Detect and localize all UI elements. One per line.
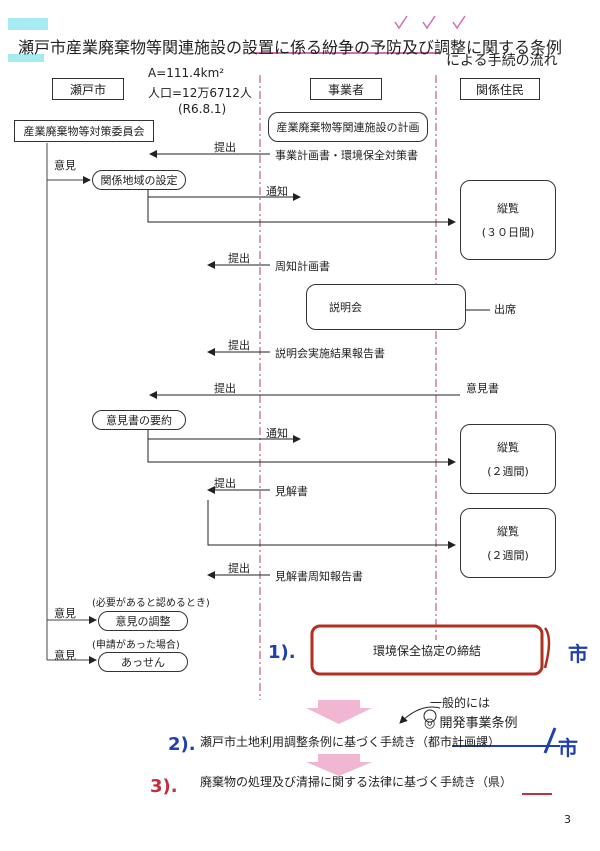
opinion-doc-label: 意見書: [466, 382, 499, 395]
column-header-residents: 関係住民: [460, 78, 540, 100]
submit-label: 提出: [214, 382, 236, 395]
submit-label: 提出: [214, 141, 236, 154]
inspection-box-2: 縦覧 (２週間): [460, 424, 556, 494]
area-setting-box: 関係地域の設定: [92, 170, 186, 190]
committee-box: 産業廃棄物等対策委員会: [14, 120, 154, 142]
summary-box: 意見書の要約: [92, 410, 186, 430]
condition-mediation: (申請があった場合): [92, 640, 180, 651]
plan-docs: 事業計画書・環境保全対策書: [275, 149, 418, 162]
down-arrow-1: [306, 700, 372, 724]
inspection-label: 縦覧: [497, 202, 519, 215]
handwritten-date: (R6.8.1): [178, 102, 227, 116]
submit-label: 提出: [214, 477, 236, 490]
inspection-period: (２週間): [487, 549, 529, 562]
landuse-procedure: 瀬戸市土地利用調整条例に基づく手続き（都市計画課）: [200, 735, 501, 749]
waste-law-procedure: 廃棄物の処理及び清掃に関する法律に基づく手続き（県）: [200, 775, 513, 789]
down-arrow-2: [306, 754, 372, 776]
notify-label: 通知: [266, 427, 288, 440]
handwritten-number-1: 1).: [268, 642, 296, 663]
inspection-box-3: 縦覧 (２週間): [460, 508, 556, 578]
mediation-box: あっせん: [98, 652, 188, 672]
agreement-highlight: [310, 624, 544, 676]
condition-adjust: (必要があると認めるとき): [92, 598, 210, 609]
column-header-operator: 事業者: [310, 78, 382, 100]
handwritten-general: 一般的には: [430, 696, 491, 710]
handwritten-population: 人口=12万6712人: [148, 86, 252, 100]
notify-label: 通知: [266, 185, 288, 198]
inspection-period: (３０日間): [481, 226, 535, 239]
agreement-box: 環境保全協定の締結: [372, 643, 481, 658]
briefing-box: 説明会: [306, 284, 466, 330]
submit-label: 提出: [228, 339, 250, 352]
opinion-label: 意見: [54, 159, 76, 172]
inspection-box-1: 縦覧 (３０日間): [460, 180, 556, 260]
view-report: 見解書周知報告書: [275, 570, 363, 583]
view-doc: 見解書: [275, 485, 308, 498]
column-header-city: 瀬戸市: [52, 78, 124, 100]
page-title-line2: による手続の流れ: [446, 53, 558, 69]
inspection-label: 縦覧: [497, 441, 519, 454]
page-number: 3: [564, 813, 571, 826]
inspection-label: 縦覧: [497, 525, 519, 538]
handwritten-number-2: 2).: [168, 734, 196, 755]
submit-label: 提出: [228, 252, 250, 265]
inspection-period: (２週間): [487, 465, 529, 478]
adjustment-box: 意見の調整: [98, 611, 188, 631]
handwritten-city-mark: 市: [558, 736, 578, 760]
briefing-report: 説明会実施結果報告書: [275, 347, 385, 360]
opinion-label: 意見: [54, 649, 76, 662]
handwritten-area: A=111.4km²: [148, 66, 225, 80]
handwritten-dev-ordinance: ◎ 開発事業条例: [424, 716, 518, 731]
page-title: 瀬戸市産業廃棄物等関連施設の設置に係る紛争の予防及び調整に関する条例: [18, 38, 563, 57]
attend-label: 出席: [494, 303, 516, 316]
handwritten-number-3: 3).: [150, 776, 178, 797]
submit-label: 提出: [228, 562, 250, 575]
opinion-label: 意見: [54, 607, 76, 620]
notice-plan: 周知計画書: [275, 260, 330, 273]
plan-box: 産業廃棄物等関連施設の計画: [268, 112, 428, 142]
highlight-mark: [8, 18, 48, 30]
handwritten-city-mark: 市: [568, 642, 588, 666]
